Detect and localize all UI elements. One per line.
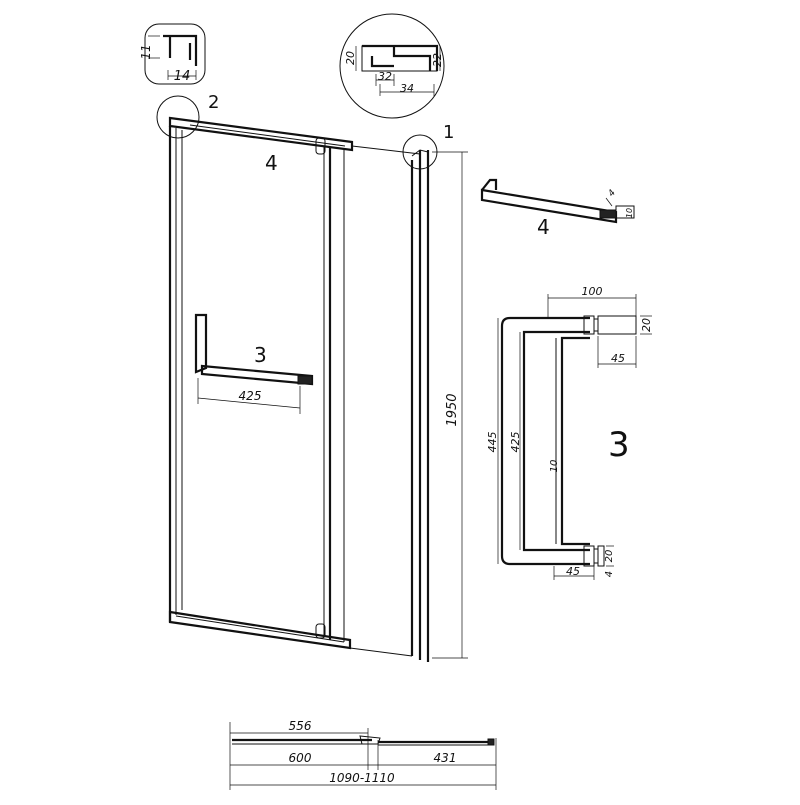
bar4-end-dim: 4 xyxy=(607,188,619,199)
plan-door-open-dim: 556 xyxy=(289,719,312,733)
handle-bottom-gap-dim: 4 xyxy=(604,571,615,577)
door-height-dim: 1950 xyxy=(445,393,460,426)
handle-outer-length-dim: 445 xyxy=(486,432,499,453)
handle-inner-length-dim: 425 xyxy=(509,432,522,453)
part-3-dimensions: 100 20 45 445 425 10 45 20 4 xyxy=(486,285,653,580)
detail-2-inset: 11 14 xyxy=(139,23,206,85)
handle-bar-thickness-dim: 20 xyxy=(640,318,653,332)
handle-length-dimension: 425 xyxy=(197,378,301,414)
part-3-label-door: 3 xyxy=(254,343,267,367)
detail-2-width-dim: 14 xyxy=(174,69,191,84)
detail-2-side-dim: 11 xyxy=(139,44,153,59)
part-4-label-side: 4 xyxy=(537,215,550,239)
detail-1-left-dim: 20 xyxy=(344,51,357,65)
part-4-towel-bar: 4 10 xyxy=(480,178,635,224)
detail-1-inner-dim: 32 xyxy=(378,70,392,83)
handle-length-dim: 425 xyxy=(239,389,262,403)
door-height-dimension: 1950 xyxy=(432,151,468,659)
detail-1-inset: 20 22 32 34 xyxy=(339,13,445,119)
handle-bottom-thickness-dim: 20 xyxy=(604,550,615,563)
handle-bottom-standoff-dim: 45 xyxy=(566,565,580,578)
detail-2-marker-circle xyxy=(156,95,200,139)
plan-fixed-panel-dim: 431 xyxy=(434,751,457,765)
handle-rod-diameter-dim: 10 xyxy=(549,460,560,473)
part-3-big-label: 3 xyxy=(608,425,630,465)
door-elevation xyxy=(168,116,430,662)
detail-2-label: 2 xyxy=(208,92,219,113)
detail-1-outer-dim: 34 xyxy=(400,82,414,95)
plan-door-width-dim: 600 xyxy=(289,751,312,765)
bar4-side-dim: 10 xyxy=(625,208,634,218)
detail-1-label: 1 xyxy=(443,122,454,143)
plan-total-dim: 1090-1110 xyxy=(329,771,395,785)
handle-standoff-dim: 45 xyxy=(611,352,625,365)
part-3-handle-detail xyxy=(500,315,637,567)
part-4-label-door: 4 xyxy=(265,151,278,175)
plan-view: 556 600 431 1090-1110 xyxy=(229,719,497,790)
detail-1-right-dim: 22 xyxy=(431,53,444,67)
handle-total-width-dim: 100 xyxy=(582,285,603,298)
